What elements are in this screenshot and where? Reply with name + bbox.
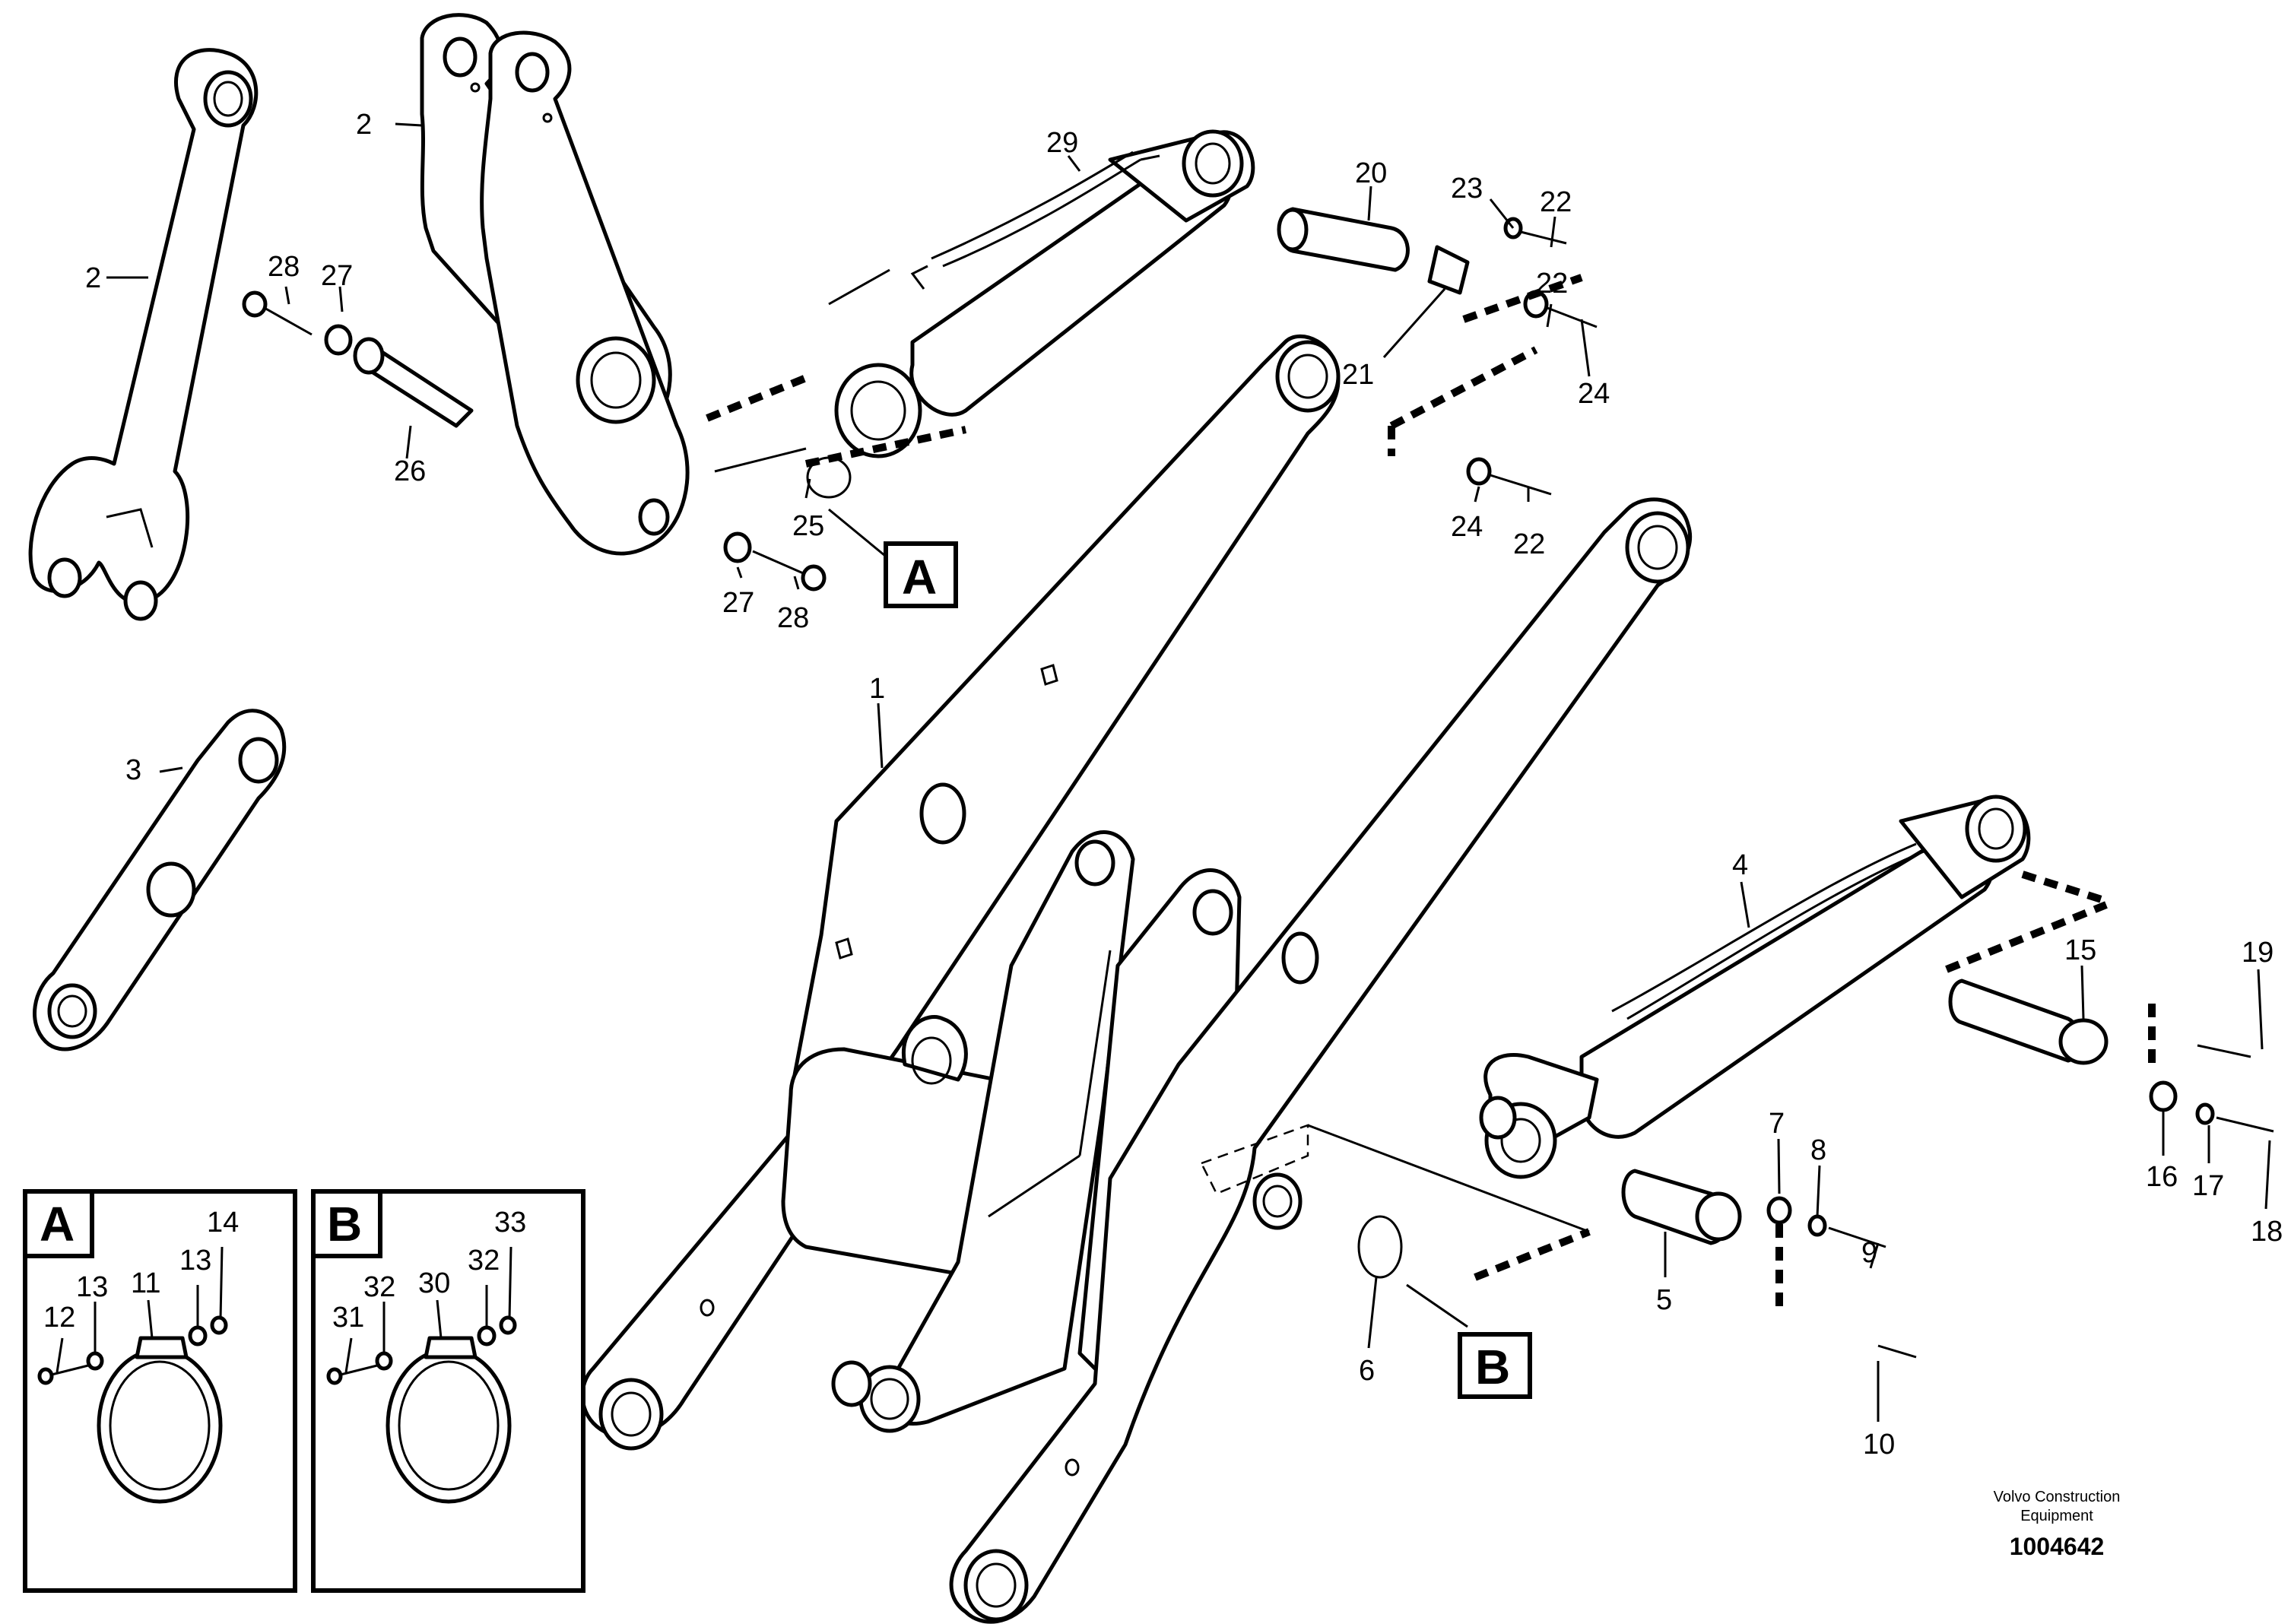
inset-a: A 14 13 13 11 12 [23,1189,297,1593]
detail-marker-a-label: A [902,550,937,604]
explosion-lines [706,268,2156,1308]
inset-a-callout-13: 13 [76,1271,108,1303]
callout-16: 16 [2146,1161,2178,1193]
callout-22: 22 [1536,268,1568,300]
callout-27: 27 [722,587,754,619]
callout-8: 8 [1810,1134,1826,1166]
callout-2: 2 [356,109,372,141]
inset-a-callout-14: 14 [207,1207,239,1239]
callout-15: 15 [2064,934,2096,966]
document-number: 1004642 [2010,1533,2105,1560]
callout-7: 7 [1769,1108,1785,1140]
callout-28: 28 [777,602,809,634]
callout-19: 19 [2242,937,2274,969]
link-part-3 [33,709,287,1051]
callout-21: 21 [1342,359,1374,391]
pin-group-5-19 [1357,979,2274,1359]
inset-b-callout-30: 30 [418,1267,450,1299]
callout-5: 5 [1656,1284,1672,1316]
inset-b: B 33 32 32 30 31 [311,1189,585,1593]
inset-b-callout-33: 33 [494,1207,526,1239]
pin-group-20-24 [1277,207,1598,496]
brand-line-1: Volvo Construction [1994,1489,2121,1505]
lift-cylinder-part-4 [1479,795,2031,1179]
leader-lines [106,122,2271,1422]
pin-group-26-27-28 [242,290,852,592]
callout-9: 9 [1861,1237,1877,1269]
callout-24: 24 [1451,511,1483,543]
callout-18: 18 [2251,1216,2283,1248]
callout-10: 10 [1863,1429,1895,1461]
footer: Volvo Construction Equipment 1004642 [1994,1489,2121,1560]
tilt-cylinder-part-29 [834,129,1255,458]
callout-26: 26 [394,455,426,487]
inset-a-callout-11: 11 [131,1267,160,1299]
callout-25: 25 [792,510,824,542]
callout-2: 2 [85,262,101,294]
detail-marker-a: A [884,541,958,608]
callout-20: 20 [1355,157,1387,189]
inset-a-label: A [40,1197,75,1251]
inset-a-callout-12: 12 [43,1302,75,1334]
callout-17: 17 [2192,1170,2224,1202]
inset-b-callout-31: 31 [332,1302,364,1334]
callout-28: 28 [268,251,300,283]
callout-6: 6 [1359,1355,1375,1387]
detail-marker-b: B [1458,1332,1532,1399]
inset-a-callout-13: 13 [179,1245,211,1277]
callout-24: 24 [1578,378,1610,410]
inset-b-callout-32: 32 [363,1271,395,1303]
callout-22: 22 [1540,186,1572,218]
callouts: 2 2 3 28 27 26 25 27 28 29 20 23 22 22 2… [85,109,2283,1461]
brand-line-2: Equipment [2020,1508,2093,1524]
detail-marker-b-label: B [1475,1340,1510,1394]
callout-23: 23 [1451,173,1483,205]
callout-27: 27 [321,260,353,292]
bellcrank-part-2 [420,13,690,556]
callout-29: 29 [1046,127,1078,159]
lift-arm-right [949,497,1693,1624]
callout-3: 3 [125,754,141,786]
callout-1: 1 [869,673,885,705]
callout-22: 22 [1513,528,1545,560]
inset-b-label: B [327,1197,362,1251]
inset-b-callout-32: 32 [468,1245,500,1277]
callout-4: 4 [1732,849,1748,881]
link-rod-part-2 [28,48,259,621]
